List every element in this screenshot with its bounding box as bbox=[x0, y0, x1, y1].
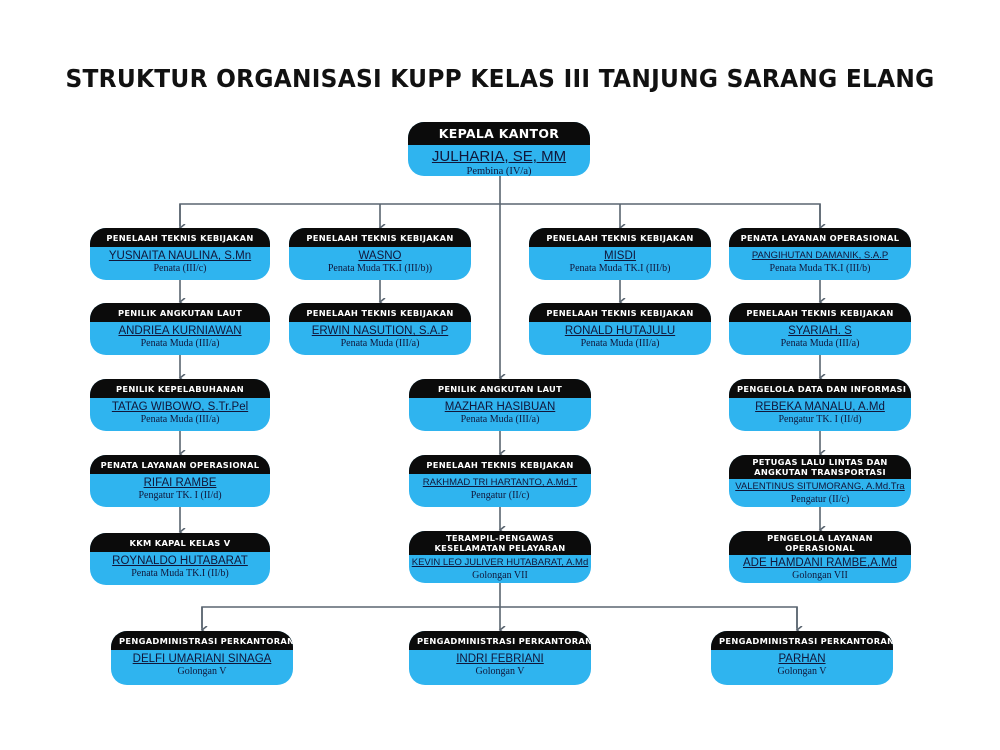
node-role: PENELAAH TEKNIS KEBIJAKAN bbox=[529, 303, 711, 322]
node-col2-0: PENELAAH TEKNIS KEBIJAKAN WASNO Penata M… bbox=[289, 228, 471, 280]
node-rank: Penata Muda TK.I (III/b)) bbox=[327, 263, 433, 274]
node-role: PENELAAH TEKNIS KEBIJAKAN bbox=[289, 303, 471, 322]
node-col5-0: PENATA LAYANAN OPERASIONAL PANGIHUTAN DA… bbox=[729, 228, 911, 280]
node-rank: Golongan VII bbox=[472, 570, 528, 581]
node-role: PENGADMINISTRASI PERKANTORAN bbox=[409, 631, 591, 650]
node-rank: Penata Muda TK.I (II/b) bbox=[131, 568, 229, 579]
node-rank: Pengatur (II/c) bbox=[790, 494, 850, 505]
node-col5-3: PETUGAS LALU LINTAS DAN ANGKUTAN TRANSPO… bbox=[729, 455, 911, 507]
node-kepala-kantor: KEPALA KANTOR JULHARIA, SE, MM Pembina (… bbox=[408, 122, 590, 176]
node-rank: Penata Muda (III/a) bbox=[340, 338, 420, 349]
node-rank: Pembina (IV/a) bbox=[466, 166, 532, 176]
node-rank: Golongan VII bbox=[792, 570, 848, 581]
node-col5-2: PENGELOLA DATA DAN INFORMASI REBEKA MANA… bbox=[729, 379, 911, 431]
node-col4-0: PENELAAH TEKNIS KEBIJAKAN MISDI Penata M… bbox=[529, 228, 711, 280]
node-role: PENILIK ANGKUTAN LAUT bbox=[409, 379, 591, 398]
node-bottom-1: PENGADMINISTRASI PERKANTORAN INDRI FEBRI… bbox=[409, 631, 591, 685]
node-rank: Penata Muda (III/a) bbox=[580, 338, 660, 349]
node-role: PENELAAH TEKNIS KEBIJAKAN bbox=[289, 228, 471, 247]
node-role: PENGELOLA DATA DAN INFORMASI bbox=[729, 379, 911, 398]
node-rank: Penata Muda TK.I (III/b) bbox=[769, 263, 871, 274]
node-name: PARHAN bbox=[778, 653, 826, 665]
node-bottom-2: PENGADMINISTRASI PERKANTORAN PARHAN Golo… bbox=[711, 631, 893, 685]
node-rank: Penata Muda (III/a) bbox=[460, 414, 540, 425]
node-col1-0: PENELAAH TEKNIS KEBIJAKAN YUSNAITA NAULI… bbox=[90, 228, 270, 280]
node-name: MAZHAR HASIBUAN bbox=[444, 401, 556, 413]
node-col5-1: PENELAAH TEKNIS KEBIJAKAN SYARIAH. S Pen… bbox=[729, 303, 911, 355]
node-role: PENILIK KEPELABUHANAN bbox=[90, 379, 270, 398]
node-role: PENGELOLA LAYANAN OPERASIONAL bbox=[729, 531, 911, 555]
node-name: ADE HAMDANI RAMBE,A.Md bbox=[743, 557, 897, 569]
node-name: PANGIHUTAN DAMANIK, S.A.P bbox=[751, 250, 889, 261]
page-title: STRUKTUR ORGANISASI KUPP KELAS III TANJU… bbox=[65, 64, 935, 93]
node-role: PENATA LAYANAN OPERASIONAL bbox=[90, 455, 270, 474]
node-role: PETUGAS LALU LINTAS DAN ANGKUTAN TRANSPO… bbox=[729, 455, 911, 479]
node-role: PENATA LAYANAN OPERASIONAL bbox=[729, 228, 911, 247]
node-role: PENGADMINISTRASI PERKANTORAN bbox=[111, 631, 293, 650]
node-rank: Pengatur (II/c) bbox=[470, 490, 530, 501]
node-name: KEVIN LEO JULIVER HUTABARAT, A.Md bbox=[411, 557, 589, 568]
node-rank: Penata Muda (III/a) bbox=[140, 338, 220, 349]
node-name: INDRI FEBRIANI bbox=[456, 653, 544, 665]
node-center-1: PENELAAH TEKNIS KEBIJAKAN RAKHMAD TRI HA… bbox=[409, 455, 591, 507]
node-col2-1: PENELAAH TEKNIS KEBIJAKAN ERWIN NASUTION… bbox=[289, 303, 471, 355]
node-rank: Penata Muda TK.I (III/b) bbox=[569, 263, 671, 274]
node-col1-3: PENATA LAYANAN OPERASIONAL RIFAI RAMBE P… bbox=[90, 455, 270, 507]
node-rank: Golongan V bbox=[475, 666, 525, 677]
node-name: JULHARIA, SE, MM bbox=[431, 148, 567, 165]
node-col1-2: PENILIK KEPELABUHANAN TATAG WIBOWO, S.Tr… bbox=[90, 379, 270, 431]
node-role: KKM KAPAL KELAS V bbox=[90, 533, 270, 552]
node-name: RAKHMAD TRI HARTANTO, A.Md.T bbox=[422, 477, 578, 488]
node-name: TATAG WIBOWO, S.Tr.Pel bbox=[111, 401, 249, 413]
node-name: RONALD HUTAJULU bbox=[564, 325, 676, 337]
node-role: PENILIK ANGKUTAN LAUT bbox=[90, 303, 270, 322]
node-name: YUSNAITA NAULINA, S.Mn bbox=[108, 250, 252, 262]
node-rank: Penata Muda (III/a) bbox=[780, 338, 860, 349]
node-name: WASNO bbox=[358, 250, 402, 262]
node-col1-4: KKM KAPAL KELAS V ROYNALDO HUTABARAT Pen… bbox=[90, 533, 270, 585]
node-role: PENGADMINISTRASI PERKANTORAN bbox=[711, 631, 893, 650]
node-name: REBEKA MANALU, A.Md bbox=[755, 401, 885, 413]
node-bottom-0: PENGADMINISTRASI PERKANTORAN DELFI UMARI… bbox=[111, 631, 293, 685]
node-role: TERAMPIL-PENGAWAS KESELAMATAN PELAYARAN bbox=[409, 531, 591, 555]
node-rank: Golongan V bbox=[177, 666, 227, 677]
node-name: MISDI bbox=[604, 250, 636, 262]
node-name: ERWIN NASUTION, S.A.P bbox=[311, 325, 449, 337]
node-name: ANDRIEA KURNIAWAN bbox=[118, 325, 242, 337]
node-role: PENELAAH TEKNIS KEBIJAKAN bbox=[729, 303, 911, 322]
node-role: PENELAAH TEKNIS KEBIJAKAN bbox=[409, 455, 591, 474]
node-rank: Pengatur TK. I (II/d) bbox=[778, 414, 862, 425]
node-center-0: PENILIK ANGKUTAN LAUT MAZHAR HASIBUAN Pe… bbox=[409, 379, 591, 431]
node-name: VALENTINUS SITUMORANG, A.Md.Tra bbox=[735, 481, 905, 492]
node-col1-1: PENILIK ANGKUTAN LAUT ANDRIEA KURNIAWAN … bbox=[90, 303, 270, 355]
node-name: DELFI UMARIANI SINAGA bbox=[132, 653, 272, 665]
node-rank: Golongan V bbox=[777, 666, 827, 677]
node-rank: Penata (III/c) bbox=[153, 263, 207, 274]
node-name: SYARIAH. S bbox=[788, 325, 852, 337]
node-name: ROYNALDO HUTABARAT bbox=[112, 555, 248, 567]
node-role: PENELAAH TEKNIS KEBIJAKAN bbox=[90, 228, 270, 247]
node-center-2: TERAMPIL-PENGAWAS KESELAMATAN PELAYARAN … bbox=[409, 531, 591, 583]
node-role: KEPALA KANTOR bbox=[408, 122, 590, 145]
node-role: PENELAAH TEKNIS KEBIJAKAN bbox=[529, 228, 711, 247]
node-name: RIFAI RAMBE bbox=[143, 477, 217, 489]
node-col5-4: PENGELOLA LAYANAN OPERASIONAL ADE HAMDAN… bbox=[729, 531, 911, 583]
node-col4-1: PENELAAH TEKNIS KEBIJAKAN RONALD HUTAJUL… bbox=[529, 303, 711, 355]
node-rank: Pengatur TK. I (II/d) bbox=[138, 490, 222, 501]
node-rank: Penata Muda (III/a) bbox=[140, 414, 220, 425]
